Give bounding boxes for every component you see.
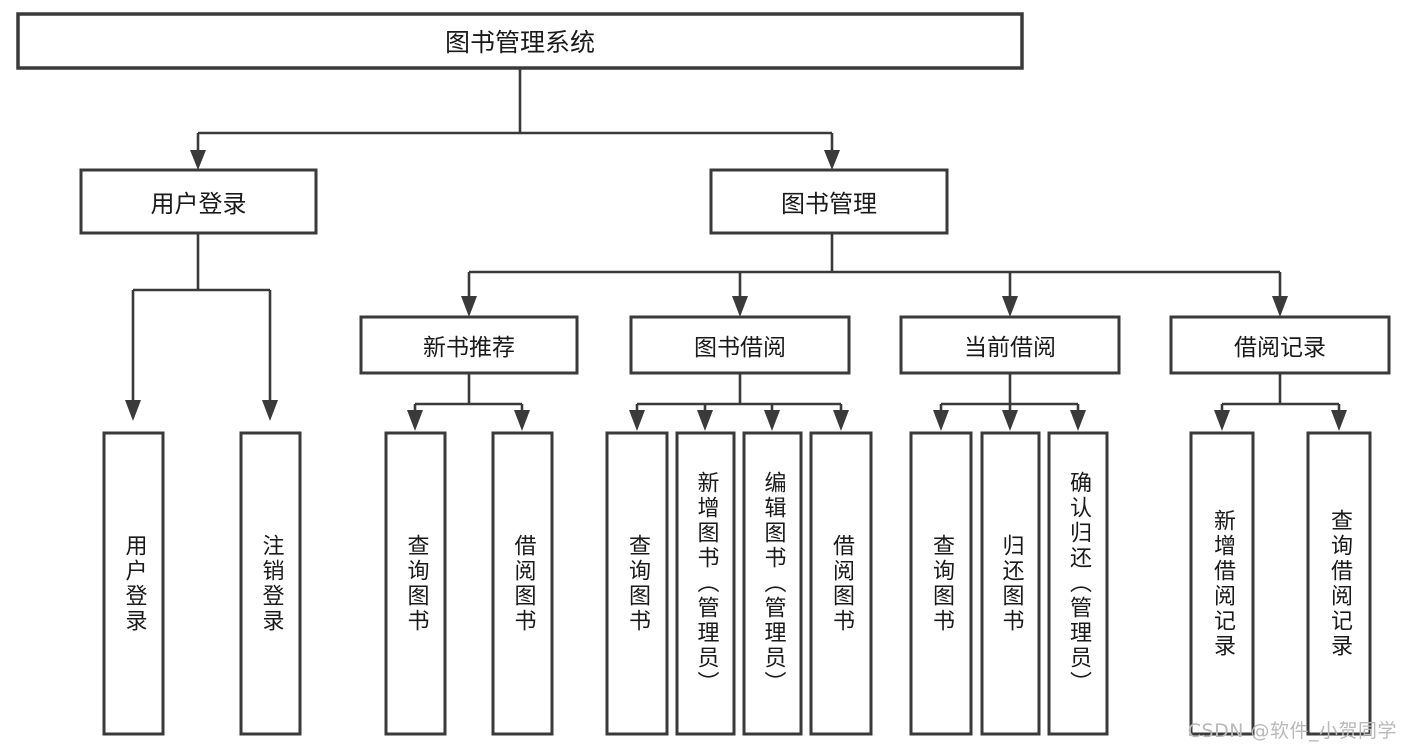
arrowhead-leaf-borrow-book-1	[514, 410, 530, 431]
node-leaf-query-book-3[interactable]	[909, 431, 973, 736]
node-borrow-record[interactable]	[1169, 315, 1391, 375]
node-leaf-borrow-book-2[interactable]	[809, 431, 873, 736]
connector-group-book-borrow	[629, 373, 849, 431]
node-leaf-query-book-2[interactable]	[605, 431, 669, 736]
arrowhead-leaf-confirm-return	[1070, 410, 1086, 431]
node-leaf-logout-login[interactable]	[239, 431, 302, 736]
node-new-book-recommend[interactable]	[359, 315, 579, 375]
connector-group-current-borrow	[933, 373, 1086, 431]
connector-group-root	[190, 68, 840, 170]
node-leaf-query-book-1[interactable]	[384, 431, 447, 736]
arrowhead-leaf-logout-login	[262, 400, 278, 421]
arrowhead-new-book-recommend	[461, 296, 477, 317]
node-leaf-edit-book[interactable]	[742, 431, 803, 736]
arrowhead-leaf-add-book	[697, 410, 713, 431]
arrowhead-user-login	[190, 150, 206, 170]
arrowhead-leaf-query-record	[1331, 410, 1347, 431]
arrowhead-leaf-query-book-3	[933, 410, 949, 431]
connector-group-book-management	[461, 233, 1288, 317]
node-leaf-confirm-return[interactable]	[1047, 431, 1109, 736]
node-root[interactable]	[16, 12, 1024, 70]
arrowhead-current-borrow	[1002, 296, 1018, 317]
arrowhead-leaf-return-book	[1002, 410, 1018, 431]
node-leaf-add-book[interactable]	[675, 431, 736, 736]
arrowhead-leaf-user-login	[125, 400, 141, 421]
node-current-borrow[interactable]	[899, 315, 1121, 375]
node-leaf-return-book[interactable]	[980, 431, 1041, 736]
arrowhead-borrow-record	[1272, 296, 1288, 317]
node-book-borrow[interactable]	[629, 315, 851, 375]
node-book-management[interactable]	[709, 168, 949, 235]
node-leaf-borrow-book-1[interactable]	[491, 431, 554, 736]
arrowhead-book-management	[824, 150, 840, 170]
node-leaf-query-record[interactable]	[1306, 431, 1372, 736]
arrowhead-leaf-query-book-2	[629, 410, 645, 431]
node-leaf-add-record[interactable]	[1189, 431, 1255, 736]
arrowhead-leaf-query-book-1	[407, 410, 423, 431]
arrowhead-book-borrow	[732, 296, 748, 317]
node-leaf-user-login[interactable]	[102, 431, 165, 736]
connector-group-new-book-recommend	[407, 373, 530, 431]
connector-group-user-login	[125, 233, 278, 421]
arrowhead-leaf-edit-book	[764, 410, 780, 431]
arrowhead-leaf-borrow-book-2	[833, 410, 849, 431]
node-user-login[interactable]	[79, 168, 318, 235]
arrowhead-leaf-add-record	[1214, 410, 1230, 431]
connector-group-borrow-record	[1214, 373, 1347, 431]
csdn-watermark: CSDN @软件_小贺同学	[1187, 720, 1397, 742]
